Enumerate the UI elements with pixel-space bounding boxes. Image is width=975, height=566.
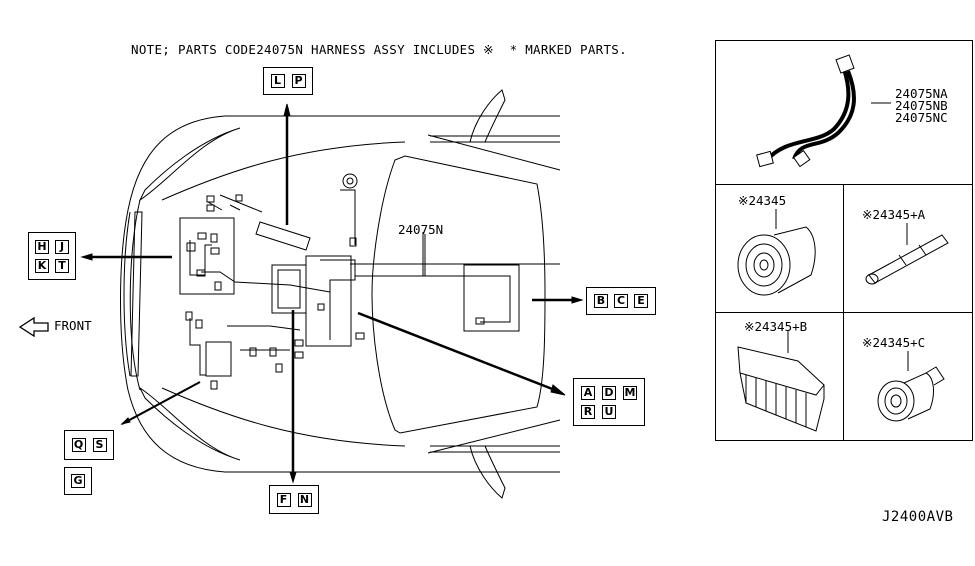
part-label-24345-a: ※24345+A: [862, 207, 926, 222]
ref-key-C[interactable]: C: [614, 294, 628, 308]
right-headlight: [138, 386, 241, 461]
harness-block-left: [179, 217, 235, 295]
car-body-outline: [120, 115, 560, 473]
seal-illustration: [877, 351, 945, 422]
part-label-24345-c: ※24345+C: [862, 335, 926, 350]
panel-connector: ※24345+B: [716, 313, 844, 441]
harness-note: NOTE; PARTS CODE24075N HARNESS ASSY INCL…: [131, 42, 627, 57]
part-label-24075nc: 24075NC: [895, 110, 948, 125]
ref-key-F[interactable]: F: [276, 492, 291, 507]
part-label-24345: ※24345: [738, 193, 787, 208]
ref-box-top: L P: [263, 67, 313, 95]
ref-key-J[interactable]: J: [55, 239, 69, 254]
arrow-to-admru: [357, 311, 561, 394]
panel-pin: ※24345+A: [844, 185, 972, 313]
front-label: FRONT: [54, 318, 92, 333]
ref-key-R[interactable]: R: [581, 404, 595, 419]
left-headlight: [138, 127, 241, 202]
ref-key-G[interactable]: G: [71, 474, 85, 488]
ref-key-E[interactable]: E: [634, 294, 648, 308]
ref-box-left: H J K T: [28, 232, 76, 280]
connector-illustration: [737, 331, 825, 432]
ref-key-N[interactable]: N: [297, 492, 312, 507]
ref-key-K[interactable]: K: [35, 258, 49, 273]
relay-block: [255, 221, 311, 251]
ref-key-U[interactable]: U: [602, 404, 616, 419]
windshield: [371, 155, 546, 434]
car-hood-line: [161, 141, 406, 201]
ref-row-1: A D M: [581, 385, 637, 400]
part-label-24075na: 24075NA: [895, 86, 948, 101]
mirror-bottom: [469, 445, 506, 499]
ref-key-Q[interactable]: Q: [71, 438, 86, 452]
ref-box-right-lower: A D M R U: [573, 378, 645, 426]
parts-panel: 24075NA 24075NB 24075NC ※24345 ※24345+A …: [715, 40, 973, 441]
ref-box-right: B C E: [586, 287, 656, 315]
ref-key-B[interactable]: B: [594, 294, 608, 308]
part-label-24075n: 24075N: [398, 222, 444, 237]
harness-illustration: [756, 54, 891, 168]
ref-key-H[interactable]: H: [35, 239, 49, 254]
bumper-curve-inner: [123, 211, 131, 377]
harness-block-lower: [205, 341, 232, 377]
bumper-curve: [129, 199, 141, 391]
panel-grommet: ※24345: [716, 185, 844, 313]
front-arrow-icon: [18, 316, 49, 338]
rear-module: [463, 264, 520, 332]
ref-box-bottom: F N: [269, 485, 319, 514]
ref-key-L[interactable]: L: [270, 74, 285, 88]
ref-key-A[interactable]: A: [581, 385, 595, 400]
ref-key-T[interactable]: T: [55, 258, 69, 273]
ref-key-P[interactable]: P: [291, 74, 306, 88]
panel-seal: ※24345+C: [844, 313, 972, 441]
junction-box: [271, 264, 307, 314]
part-label-24075nb: 24075NB: [895, 98, 948, 113]
car-hood-line-lower: [161, 387, 406, 447]
figure-code: J2400AVB: [882, 509, 954, 525]
front-grille: [130, 211, 143, 377]
ref-key-S[interactable]: S: [92, 438, 107, 452]
ref-row-2: R U: [581, 404, 637, 419]
panel-harness: 24075NA 24075NB 24075NC: [716, 41, 972, 185]
mirror-top: [469, 89, 506, 143]
part-label-24345-b: ※24345+B: [744, 319, 808, 334]
ref-box-bottom-left: Q S: [64, 430, 114, 460]
ref-key-M[interactable]: M: [623, 385, 637, 400]
pin-illustration: [865, 223, 949, 285]
grommet-illustration: [737, 209, 816, 296]
ref-key-D[interactable]: D: [602, 385, 616, 400]
ref-box-bottom-left-2: G: [64, 467, 92, 495]
